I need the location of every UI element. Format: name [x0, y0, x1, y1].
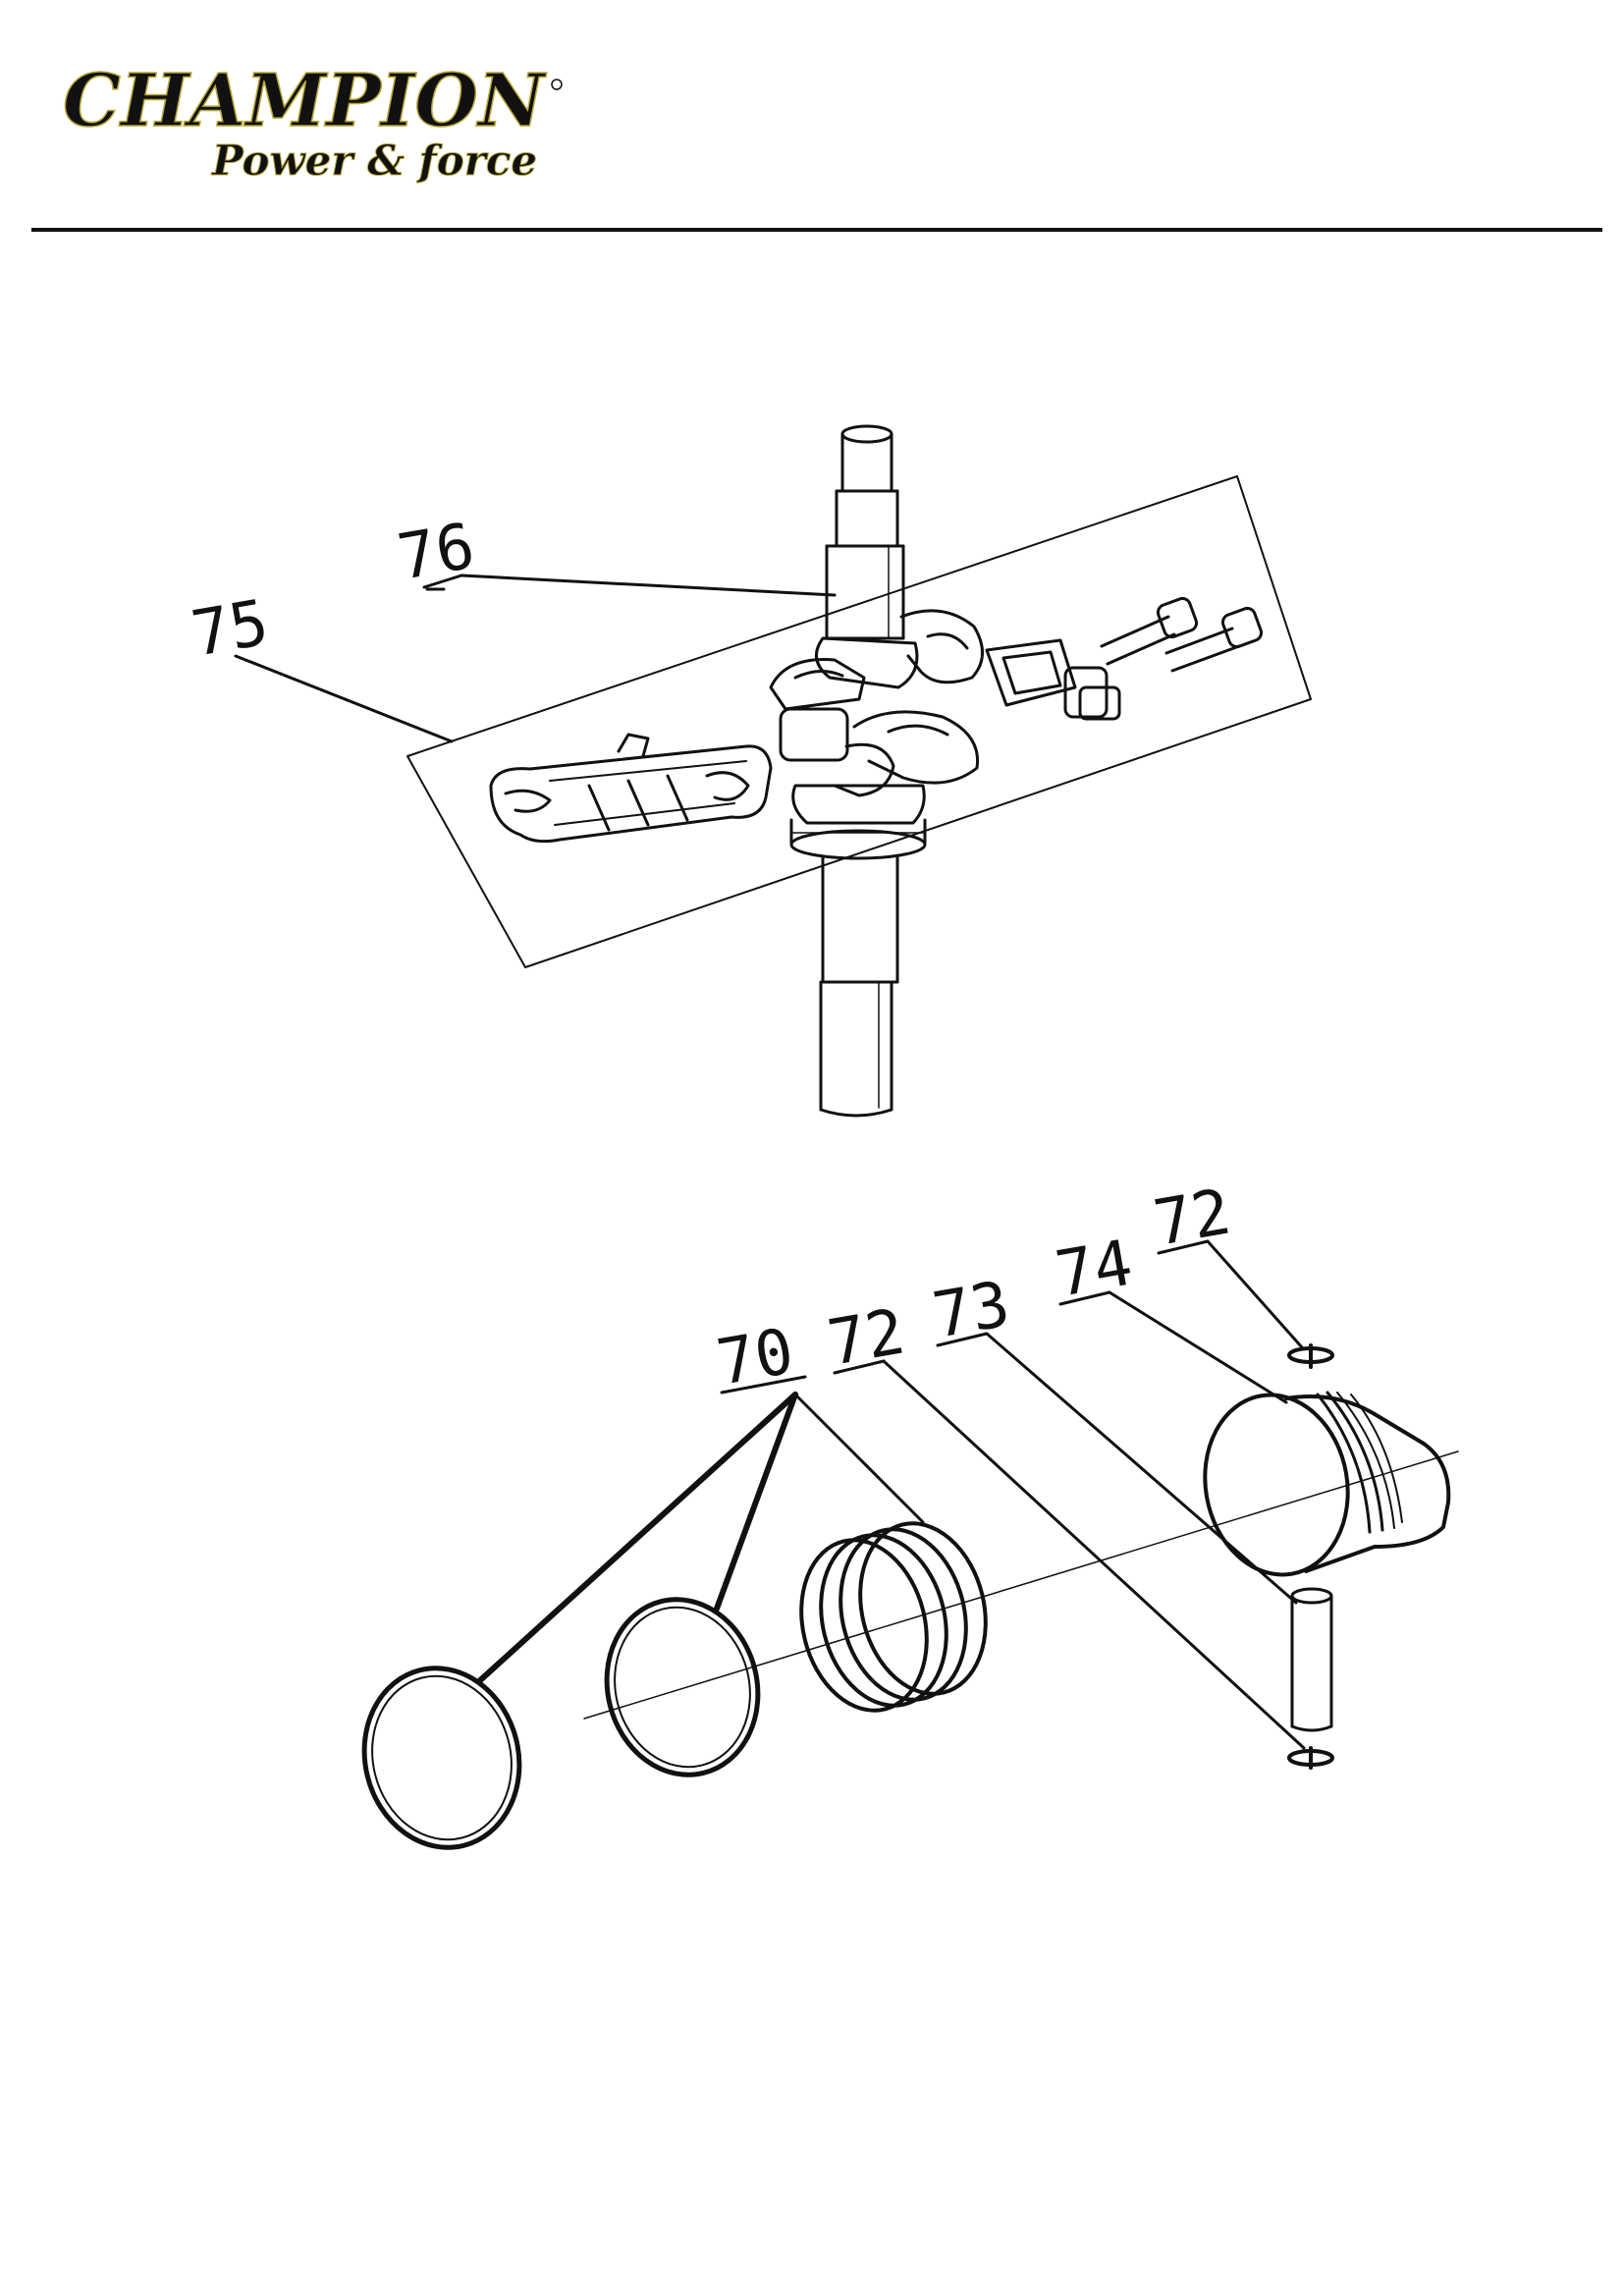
circlip-lower	[1287, 1746, 1334, 1770]
champion-logo: CHAMPION Power & force	[62, 58, 563, 186]
leader-lines-70	[476, 1392, 798, 1684]
logo-wordmark: CHAMPION	[63, 59, 547, 143]
connecting-link-right	[985, 638, 1121, 721]
header-divider	[31, 228, 1602, 232]
crankshaft-webs	[769, 609, 984, 860]
counterweight-arm-left	[489, 733, 773, 844]
assembly-axis	[583, 1450, 1459, 1720]
callout-underline-76	[422, 574, 463, 589]
callout-74: 74	[1051, 1227, 1138, 1311]
piston-ring-medium	[604, 1597, 761, 1777]
piston	[1203, 1391, 1451, 1577]
leader-line-70-stack	[793, 1393, 925, 1524]
registered-mark-icon	[551, 79, 563, 90]
leader-line-73	[985, 1332, 1298, 1605]
leader-line-76	[460, 574, 837, 597]
callout-underline-70	[720, 1375, 807, 1394]
callout-underline-72b	[1157, 1239, 1210, 1255]
piston-ring-stack	[799, 1521, 988, 1713]
callout-underline-72a	[833, 1359, 886, 1375]
connecting-rod-bolts	[1100, 596, 1264, 673]
callout-underline-74	[1058, 1290, 1111, 1306]
group-frame	[406, 475, 1312, 968]
callout-75: 75	[187, 586, 274, 671]
callout-underline-73	[936, 1332, 989, 1347]
logo-tagline: Power & force	[211, 137, 537, 185]
leader-line-72b	[1206, 1239, 1304, 1349]
callout-76: 76	[393, 510, 480, 594]
callout-72-lower: 72	[823, 1295, 910, 1380]
piston-pin	[1290, 1587, 1333, 1732]
crankshaft-lower-journal	[819, 854, 899, 1118]
crankshaft-assembly: 75 76	[187, 424, 1312, 1118]
callout-73: 73	[928, 1268, 1015, 1352]
crankshaft-upper-journal	[825, 424, 905, 640]
leader-line-72a	[882, 1359, 1306, 1750]
callout-70: 70	[712, 1315, 799, 1399]
leader-line-75	[234, 654, 454, 743]
piston-assembly: 70 72 73 74 72	[361, 1175, 1459, 1850]
callout-72-upper: 72	[1149, 1175, 1236, 1260]
circlip-upper	[1287, 1343, 1334, 1369]
leader-line-74	[1108, 1290, 1288, 1404]
piston-ring-large	[361, 1666, 522, 1850]
